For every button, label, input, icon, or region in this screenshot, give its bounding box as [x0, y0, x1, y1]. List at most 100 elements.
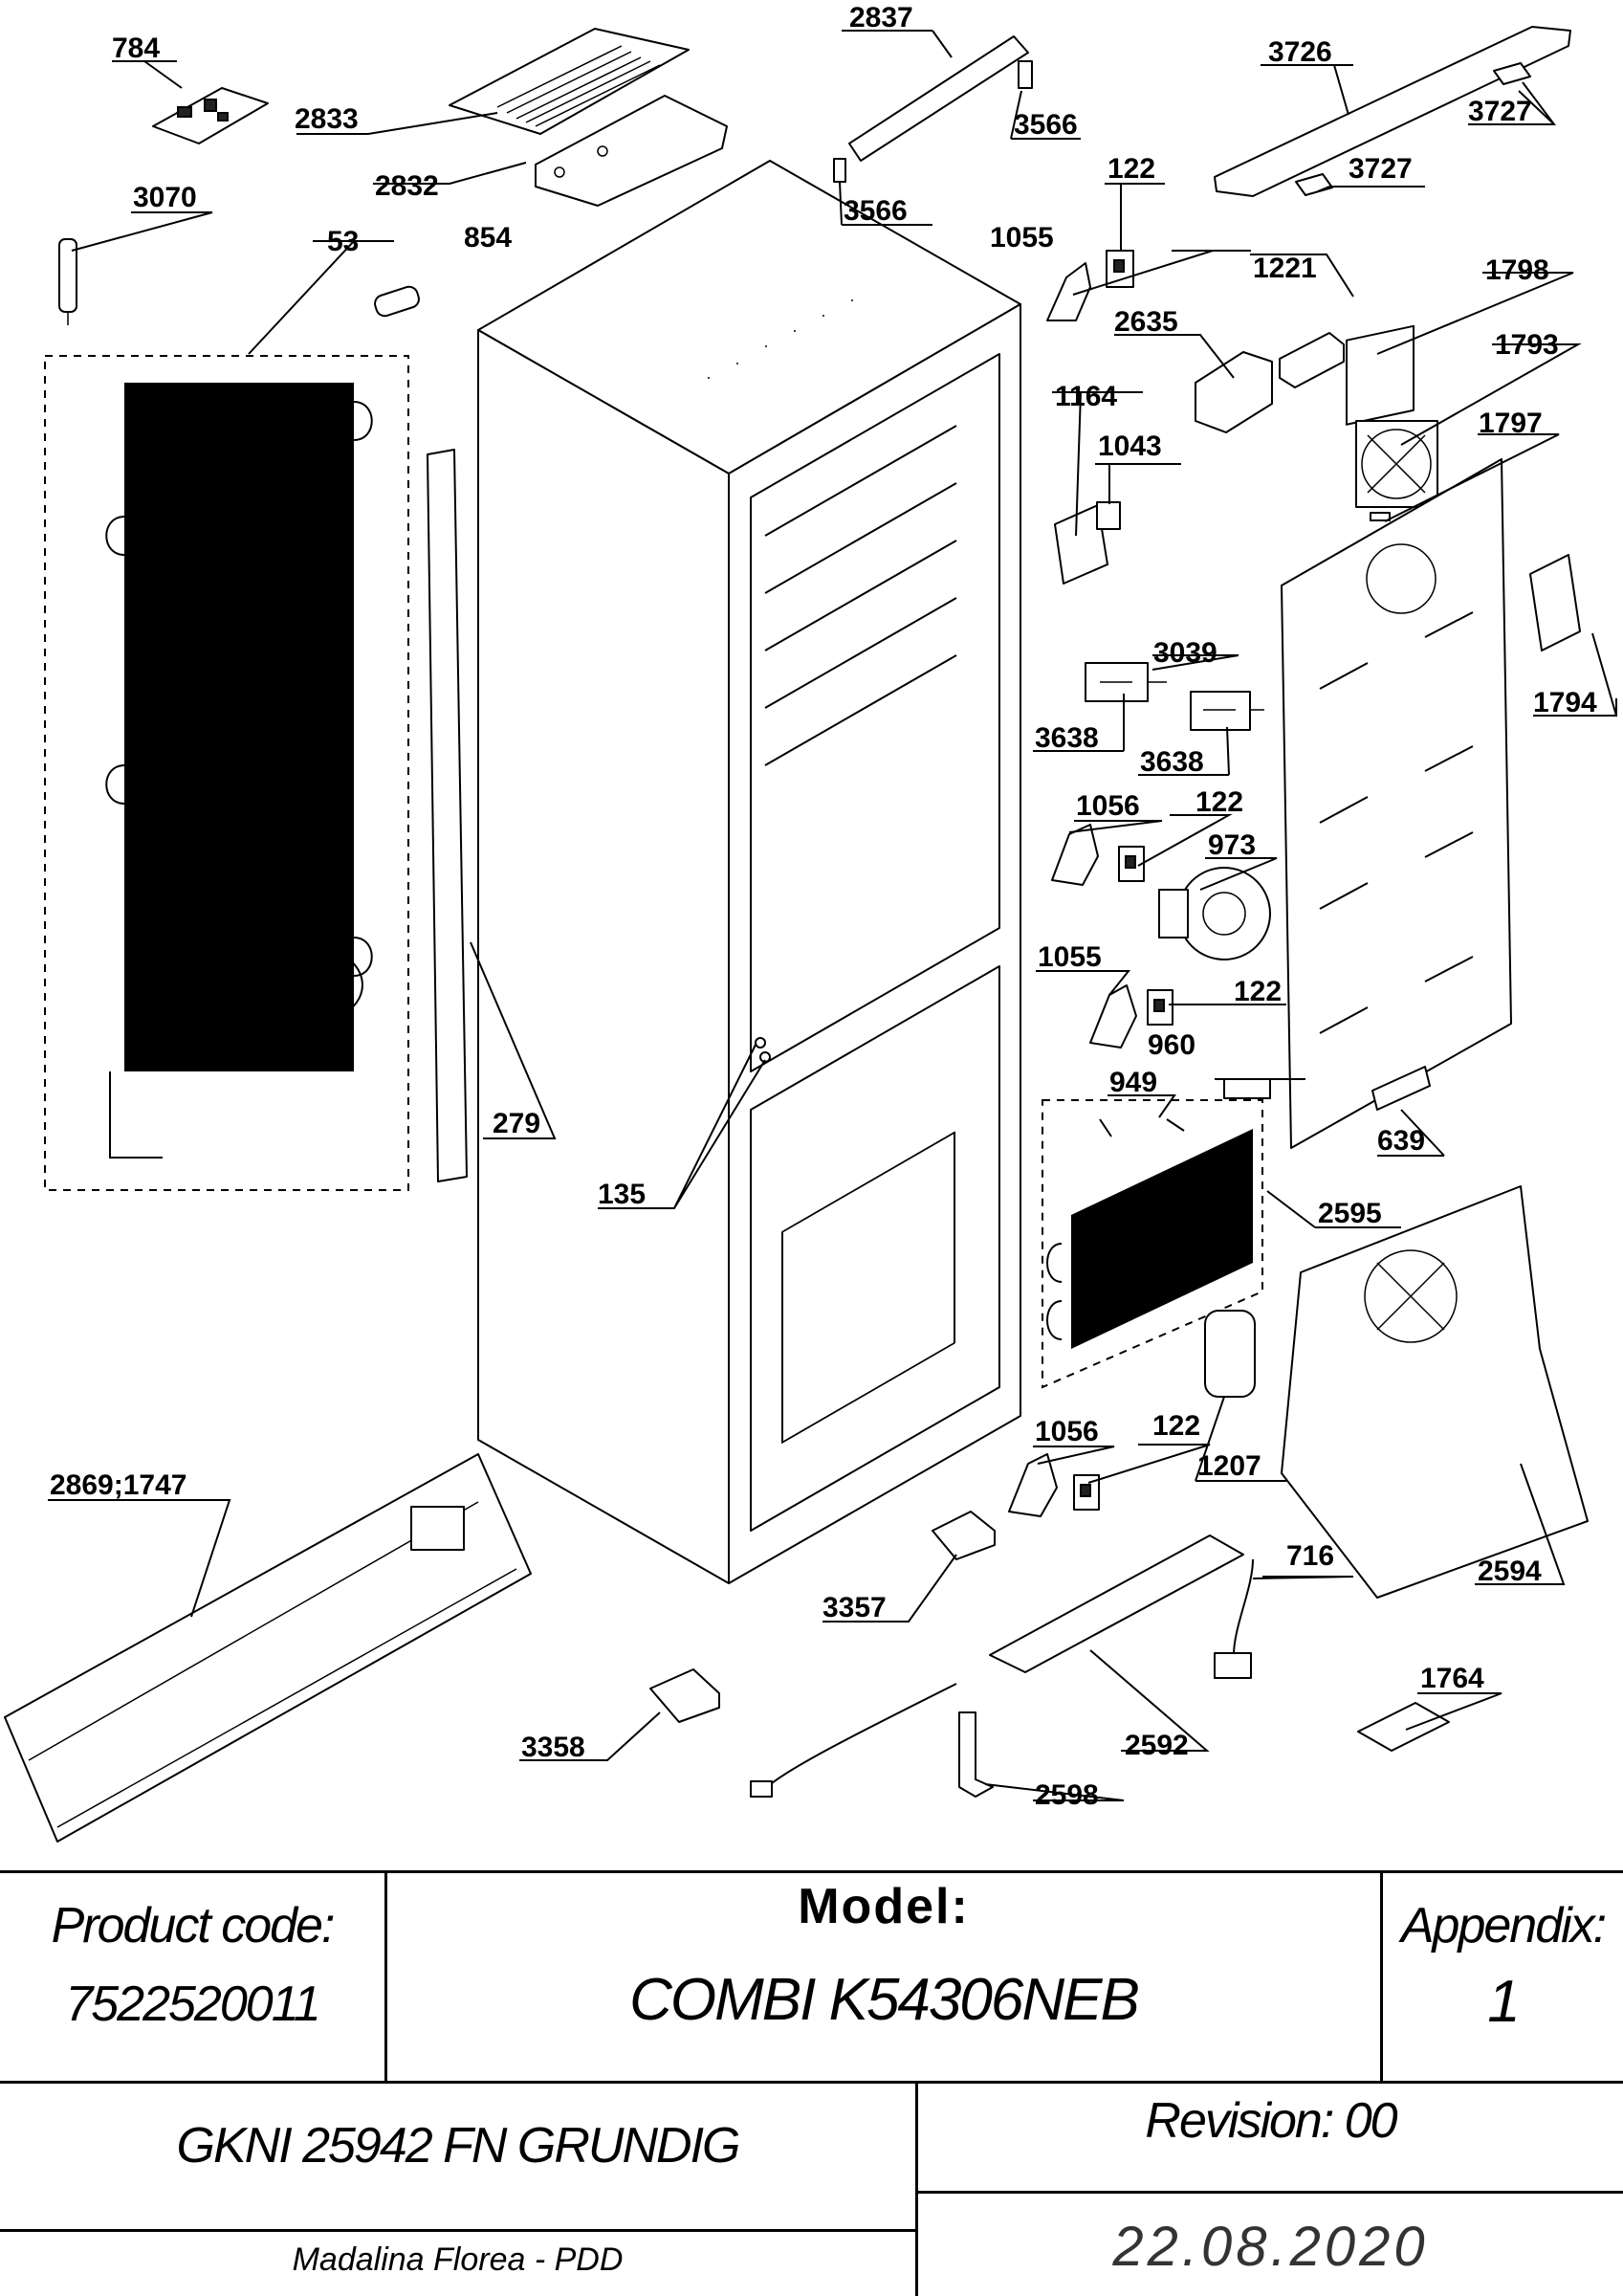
- label-1055-b: 1055: [1038, 941, 1102, 973]
- part-2594-fan-cover: [1281, 1185, 1589, 1599]
- part-122-b: [1118, 846, 1145, 882]
- exploded-parts-diagram: 784 2837 3726 2833 3566 3727 122 3727 28…: [4, 2, 1617, 1843]
- label-1056-a: 1056: [1076, 790, 1140, 822]
- part-2635-bracket: [1195, 351, 1273, 433]
- label-3070: 3070: [133, 182, 197, 213]
- part-1793-fan: [1355, 420, 1438, 508]
- label-135: 135: [598, 1179, 646, 1210]
- part-2598-bracket: [958, 1711, 994, 1798]
- label-949: 949: [1109, 1067, 1157, 1098]
- label-1797: 1797: [1479, 408, 1543, 439]
- label-2598: 2598: [1035, 1779, 1099, 1811]
- label-1793: 1793: [1495, 329, 1559, 361]
- part-1764-pad: [1357, 1702, 1450, 1752]
- part-1043: [1096, 501, 1121, 530]
- part-279-strip: [427, 449, 468, 1182]
- author: Madalina Florea - PDD: [292, 2241, 624, 2278]
- part-3358-pad: [649, 1668, 720, 1723]
- label-3726: 3726: [1268, 36, 1332, 68]
- part-3566-clip-b: [833, 158, 846, 183]
- appendix-label: Appendix:: [1400, 1898, 1607, 1954]
- part-1221-block: [1279, 332, 1345, 388]
- label-2837: 2837: [849, 2, 913, 33]
- label-3357: 3357: [822, 1592, 887, 1623]
- label-716: 716: [1286, 1540, 1334, 1572]
- product-name: GKNI 25942 FN GRUNDIG: [176, 2118, 741, 2174]
- label-2869-1747: 2869;1747: [50, 1469, 186, 1501]
- label-3358: 3358: [521, 1732, 585, 1763]
- part-2832-plate: [535, 95, 728, 207]
- label-1798: 1798: [1485, 254, 1549, 286]
- label-1221: 1221: [1253, 253, 1317, 284]
- part-1798-frame: [1346, 324, 1415, 426]
- part-1056-hinge-bottom: [1008, 1453, 1058, 1517]
- part-3727-pad-b: [1295, 173, 1333, 196]
- part-3726-rail: [1214, 26, 1571, 197]
- label-122-a: 122: [1108, 153, 1155, 185]
- label-2592: 2592: [1125, 1730, 1189, 1761]
- label-960: 960: [1148, 1029, 1195, 1061]
- model-value: COMBI K54306NEB: [629, 1967, 1140, 2033]
- part-labels: 784 2837 3726 2833 3566 3727 122 3727 28…: [50, 2, 1597, 1811]
- label-122-d: 122: [1152, 1410, 1200, 1442]
- label-784: 784: [112, 33, 160, 64]
- label-3566-a: 3566: [1014, 109, 1078, 141]
- part-960-connector: [1223, 1078, 1271, 1099]
- label-1207: 1207: [1197, 1450, 1261, 1482]
- label-53: 53: [327, 226, 359, 257]
- label-639: 639: [1377, 1125, 1425, 1157]
- model-label: Model:: [798, 1879, 970, 1934]
- part-2595-evaporator: [1042, 1099, 1263, 1389]
- title-block: Product code: 7522520011 Model: COMBI K5…: [0, 1870, 1623, 2296]
- label-1056-b: 1056: [1035, 1416, 1099, 1447]
- part-3638-a: [1085, 662, 1167, 702]
- part-3566-clip-a: [1018, 60, 1033, 89]
- product-code-label: Product code:: [51, 1898, 336, 1954]
- part-3039-rear-panel: [1281, 458, 1512, 1149]
- part-1794-panel: [1529, 554, 1581, 651]
- label-122-c: 122: [1234, 976, 1282, 1007]
- part-639: [1371, 1066, 1431, 1111]
- label-1794: 1794: [1533, 687, 1597, 718]
- part-1056-hinge-mid: [1051, 824, 1099, 886]
- label-3727-a: 3727: [1468, 96, 1532, 127]
- part-1207: [1204, 1310, 1256, 1398]
- part-973-fan-motor: [1158, 867, 1271, 960]
- label-854: 854: [464, 222, 512, 254]
- label-2832: 2832: [375, 170, 439, 202]
- label-1055-a: 1055: [990, 222, 1054, 254]
- label-2833: 2833: [295, 103, 359, 135]
- part-3357-pad: [932, 1511, 996, 1560]
- part-53-condenser: [44, 355, 409, 1191]
- part-2592-heater: [750, 1534, 1244, 1798]
- label-1764: 1764: [1420, 1663, 1484, 1694]
- label-2595: 2595: [1318, 1198, 1382, 1229]
- part-3070-drier: [58, 238, 77, 325]
- label-3638-a: 3638: [1035, 722, 1099, 754]
- part-122-a: [1106, 250, 1134, 288]
- label-2635: 2635: [1114, 306, 1178, 338]
- label-1164: 1164: [1055, 381, 1117, 412]
- label-3566-b: 3566: [844, 195, 908, 227]
- part-2869-1747-tray: [4, 1453, 532, 1843]
- part-3727-pad-a: [1493, 62, 1531, 85]
- label-3727-b: 3727: [1349, 153, 1413, 185]
- part-1164-plate: [1054, 504, 1108, 585]
- leader-lines: [48, 30, 1617, 1801]
- product-code-value: 7522520011: [65, 1976, 320, 2032]
- label-3039: 3039: [1153, 637, 1217, 669]
- part-716: [1214, 1558, 1254, 1679]
- revision: Revision: 00: [1145, 2093, 1397, 2149]
- date: 22.08.2020: [1112, 2216, 1429, 2278]
- label-973: 973: [1208, 829, 1256, 861]
- label-2594: 2594: [1478, 1556, 1542, 1587]
- part-3638-b: [1190, 691, 1264, 731]
- label-1043: 1043: [1098, 430, 1162, 462]
- part-784-control-board: [152, 87, 269, 144]
- label-122-b: 122: [1195, 786, 1243, 818]
- part-122-c: [1147, 989, 1173, 1026]
- part-2837: [848, 35, 1029, 162]
- label-279: 279: [493, 1108, 540, 1139]
- part-1055-hinge-top: [1046, 262, 1091, 321]
- cabinet-body: [477, 160, 1021, 1584]
